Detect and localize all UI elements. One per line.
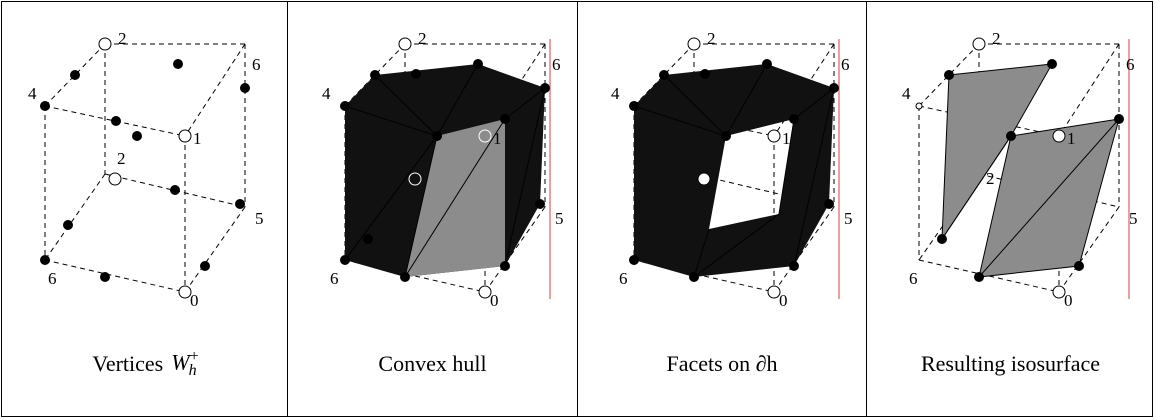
panel-divider-3 — [866, 1, 867, 417]
caption-vertices-text: Vertices — [92, 351, 164, 376]
panel-vertices-diagram: 2 6 4 1 2 5 6 0 — [28, 29, 264, 310]
label-vertex-2-inner: 2 — [117, 149, 126, 168]
label-vertex-0: 0 — [490, 291, 499, 310]
label-vertex-6-bottom: 6 — [909, 269, 918, 288]
facet-ring-face — [634, 64, 834, 277]
label-vertex-4: 4 — [611, 84, 620, 103]
panel-convex-hull-diagram: 2 6 4 1 5 6 0 — [322, 29, 564, 310]
label-vertex-0: 0 — [779, 291, 788, 310]
panel-isosurface-diagram: 2 6 4 1 2 5 6 0 — [902, 29, 1138, 310]
label-vertex-2-top: 2 — [707, 29, 716, 48]
caption-vertices: Vertices W+h — [2, 340, 287, 388]
caption-convex-hull: Convex hull — [378, 351, 487, 376]
label-vertex-1: 1 — [493, 129, 502, 148]
label-vertex-2-inner: 2 — [986, 169, 995, 188]
label-vertex-6-bottom: 6 — [619, 269, 628, 288]
label-vertex-4: 4 — [902, 84, 911, 103]
label-vertex-2-top: 2 — [118, 29, 127, 48]
label-vertex-5: 5 — [844, 209, 853, 228]
label-vertex-2-top: 2 — [992, 29, 1001, 48]
label-vertex-5: 5 — [1129, 209, 1138, 228]
caption-isosurface: Resulting isosurface — [920, 351, 1101, 376]
panel-divider-1 — [287, 1, 288, 417]
label-vertex-4: 4 — [28, 84, 37, 103]
label-vertex-6-bottom: 6 — [330, 269, 339, 288]
label-vertex-5: 5 — [255, 209, 264, 228]
label-vertex-1: 1 — [782, 129, 791, 148]
label-vertex-6-bottom: 6 — [48, 269, 57, 288]
label-vertex-6-right: 6 — [252, 55, 261, 74]
label-vertex-2-top: 2 — [418, 29, 427, 48]
label-vertex-6-right: 6 — [552, 55, 561, 74]
label-vertex-4: 4 — [322, 84, 331, 103]
label-vertex-1: 1 — [1067, 129, 1076, 148]
label-vertex-0: 0 — [1064, 291, 1073, 310]
panel-facets-diagram: 2 6 4 1 5 6 0 — [611, 29, 853, 310]
label-vertex-1: 1 — [193, 129, 202, 148]
caption-facets: Facets on ∂h — [666, 351, 778, 376]
label-vertex-6-right: 6 — [841, 55, 850, 74]
caption-vertices-math: W+h — [171, 348, 199, 379]
label-vertex-0: 0 — [190, 291, 199, 310]
label-vertex-6-right: 6 — [1126, 55, 1135, 74]
panel-divider-2 — [577, 1, 578, 417]
label-vertex-5: 5 — [555, 209, 564, 228]
